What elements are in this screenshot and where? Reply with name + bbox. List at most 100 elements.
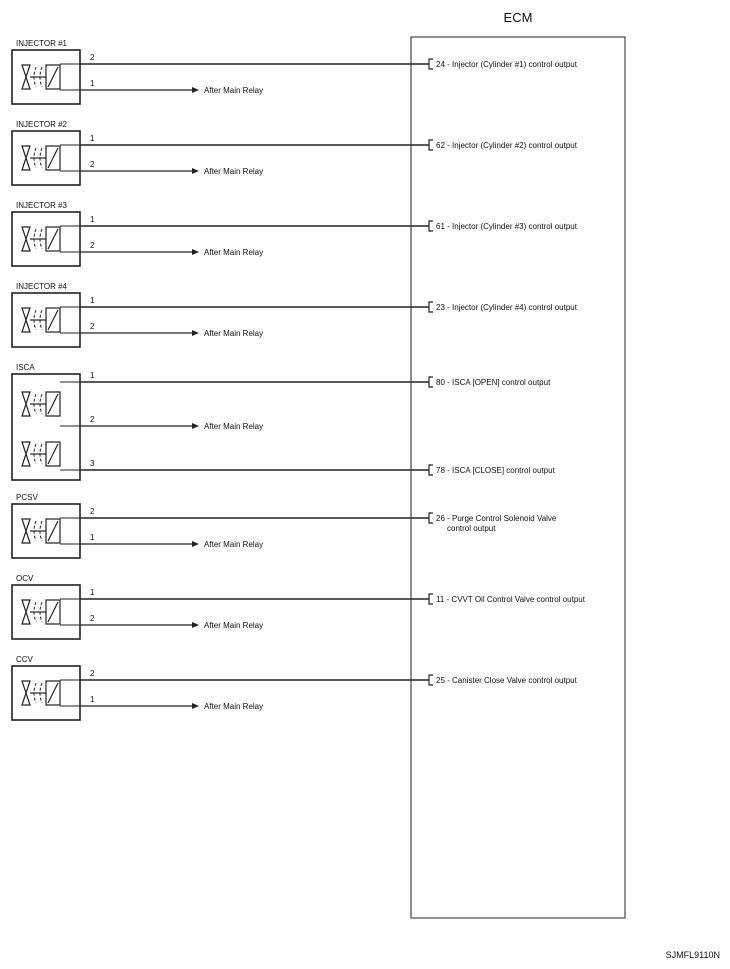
component-box	[11, 292, 81, 348]
pin-number: 1	[90, 695, 95, 704]
component-box	[11, 503, 81, 559]
coil-diagonal	[47, 520, 59, 542]
after-main-relay-label: After Main Relay	[204, 540, 263, 549]
magnetic-arc-icon	[39, 393, 43, 415]
magnetic-arc-icon	[39, 147, 43, 169]
valve-icon	[21, 518, 31, 544]
arrow-right-icon	[192, 703, 199, 709]
ecm-pin-description: Injector (Cylinder #2) control output	[452, 141, 578, 150]
coil-diagonal	[47, 147, 59, 169]
arrow-right-icon	[192, 423, 199, 429]
component-name: PCSV	[16, 493, 38, 502]
coil-diagonal	[47, 66, 59, 88]
pin-number: 1	[90, 215, 95, 224]
pin-number: 1	[90, 371, 95, 380]
pin-number: 2	[90, 322, 95, 331]
arrow-right-icon	[192, 87, 199, 93]
ecm-pin-description: Injector (Cylinder #4) control output	[452, 303, 578, 312]
ecm-pin-description: Injector (Cylinder #1) control output	[452, 60, 578, 69]
component-box	[11, 665, 81, 721]
ecm-pin-label: 24 - Injector (Cylinder #1) control outp…	[436, 60, 578, 69]
valve-icon	[21, 226, 31, 252]
coil-diagonal	[47, 443, 59, 465]
component-name: OCV	[16, 574, 34, 583]
arrow-right-icon	[192, 249, 199, 255]
valve-icon	[21, 64, 31, 90]
ecm-connector-icon	[428, 593, 433, 605]
component-name: CCV	[16, 655, 34, 664]
solenoid-coil-icon	[45, 680, 61, 706]
magnetic-arc-icon	[33, 309, 37, 331]
pin-number: 1	[90, 79, 95, 88]
component-name: ISCA	[16, 363, 35, 372]
after-main-relay-label: After Main Relay	[204, 167, 263, 176]
ecm-box	[410, 36, 626, 919]
ecm-pin-description-line2: control output	[447, 524, 496, 533]
solenoid-coil-icon	[45, 226, 61, 252]
pin-number: 1	[90, 588, 95, 597]
component-box	[11, 373, 81, 481]
valve-icon	[21, 680, 31, 706]
after-main-relay-label: After Main Relay	[204, 86, 263, 95]
component-name: INJECTOR #4	[16, 282, 68, 291]
magnetic-arc-icon	[39, 601, 43, 623]
pin-number: 2	[90, 507, 95, 516]
component-box	[11, 211, 81, 267]
magnetic-arc-icon	[39, 443, 43, 465]
solenoid-coil-icon	[45, 391, 61, 417]
figure-code: SJMFL9110N	[665, 950, 720, 960]
pin-number: 2	[90, 669, 95, 678]
ecm-pin-number: 24	[436, 60, 445, 69]
solenoid-coil-icon	[45, 64, 61, 90]
ecm-connector-icon	[428, 674, 433, 686]
ecm-connector-icon	[428, 376, 433, 388]
ecm-pin-label: 61 - Injector (Cylinder #3) control outp…	[436, 222, 578, 231]
magnetic-arc-icon	[33, 66, 37, 88]
ecm-pin-label: 80 - ISCA [OPEN] control output	[436, 378, 551, 387]
coil-diagonal	[47, 309, 59, 331]
pin-number: 1	[90, 134, 95, 143]
pin-number: 2	[90, 53, 95, 62]
magnetic-arc-icon	[33, 228, 37, 250]
ecm-pin-description: ISCA [CLOSE] control output	[452, 466, 555, 475]
ecm-pin-number: 78	[436, 466, 445, 475]
valve-icon	[21, 441, 31, 467]
coil-diagonal	[47, 601, 59, 623]
ecm-pin-separator: -	[445, 222, 452, 231]
ecm-pin-description: Purge Control Solenoid Valve	[452, 514, 557, 523]
magnetic-arc-icon	[39, 228, 43, 250]
ecm-pin-number: 62	[436, 141, 445, 150]
component-box	[11, 584, 81, 640]
ecm-pin-description: Canister Close Valve control output	[452, 676, 578, 685]
valve-icon	[21, 307, 31, 333]
valve-icon	[21, 391, 31, 417]
ecm-pin-separator: -	[445, 141, 452, 150]
component-box	[11, 49, 81, 105]
pin-number: 2	[90, 160, 95, 169]
magnetic-arc-icon	[33, 443, 37, 465]
ecm-pin-separator: -	[445, 60, 452, 69]
ecm-connector-icon	[428, 512, 433, 524]
magnetic-arc-icon	[39, 520, 43, 542]
solenoid-coil-icon	[45, 145, 61, 171]
solenoid-coil-icon	[45, 441, 61, 467]
after-main-relay-label: After Main Relay	[204, 621, 263, 630]
component-name: INJECTOR #3	[16, 201, 68, 210]
ecm-pin-label: 78 - ISCA [CLOSE] control output	[436, 466, 556, 475]
ecm-connector-icon	[428, 139, 433, 151]
magnetic-arc-icon	[33, 393, 37, 415]
ecm-pin-label: 23 - Injector (Cylinder #4) control outp…	[436, 303, 578, 312]
ecm-title: ECM	[504, 10, 533, 25]
coil-diagonal	[47, 682, 59, 704]
solenoid-coil-icon	[45, 518, 61, 544]
pin-number: 2	[90, 614, 95, 623]
magnetic-arc-icon	[33, 147, 37, 169]
after-main-relay-label: After Main Relay	[204, 422, 263, 431]
ecm-pin-number: 61	[436, 222, 445, 231]
solenoid-coil-icon	[45, 307, 61, 333]
